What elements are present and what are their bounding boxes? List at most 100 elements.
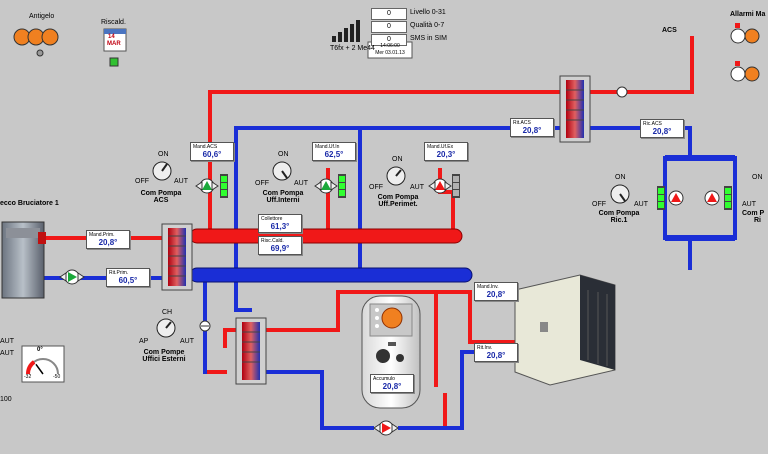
- signal-strength-icon: [332, 20, 360, 42]
- sensor-title: Rit.ACS: [513, 120, 531, 126]
- clock-time: 14:06:00: [380, 43, 400, 49]
- riscald-label: Riscald.: [101, 19, 126, 26]
- left-100: 100: [0, 396, 12, 403]
- temperature-gauge: [21, 345, 65, 383]
- switch-acs-off: OFF: [135, 178, 149, 185]
- antigelo-indicator: [13, 28, 59, 57]
- calendar-day: 14: [108, 34, 115, 40]
- switch-ric1-off: OFF: [592, 201, 606, 208]
- sms-value-livello: 0: [371, 8, 407, 20]
- gauge-min: -32: [24, 374, 32, 380]
- hot-collector: [189, 228, 463, 244]
- acs-valve-icon: [616, 86, 628, 98]
- sensor-value: 20,8°: [522, 126, 542, 135]
- allarmi-label: Allarmi Ma: [730, 11, 766, 18]
- alarm-indicator: [730, 23, 760, 82]
- heat-exchanger-primary: [161, 223, 193, 291]
- sensor-title: Accumulo: [373, 376, 395, 382]
- sensor-rit-inv[interactable]: Rit.Inv.20,8°: [474, 343, 518, 362]
- pump-uff-est-line2: Uffici Esterni: [142, 356, 186, 363]
- pump-ric1-line2: Ric.1: [610, 217, 628, 224]
- gauge-value: 0°: [37, 347, 43, 353]
- switch-acs-on: ON: [158, 151, 169, 158]
- switch-uest-ch: CH: [162, 309, 173, 316]
- heat-exchanger-acs: [559, 75, 591, 143]
- sensor-title: Mand.Inv.: [477, 284, 499, 290]
- status-lights: [220, 174, 732, 210]
- sensor-title: Mand.Uf.In: [315, 144, 340, 150]
- sensor-title: Collettore: [261, 216, 283, 222]
- sms-label-qualita: Qualità 0-7: [410, 22, 445, 29]
- pump-ric2-line2: Ri: [754, 217, 761, 224]
- pump-uff-int-line2: Uff.Interni: [266, 197, 300, 204]
- chiller-unit: [514, 274, 616, 386]
- switch-uest-ap: AP: [139, 338, 149, 345]
- pump-acs-line1: Com Pompa: [140, 190, 182, 197]
- selector-knob: [152, 161, 630, 338]
- sensor-value: 20,8°: [652, 127, 672, 136]
- sensor-risc-cald[interactable]: Risc.Cald.69,9°: [258, 236, 302, 255]
- switch-uffe-on: ON: [392, 156, 403, 163]
- switch-uest-aut: AUT: [180, 338, 194, 345]
- acs-label: ACS: [662, 27, 677, 34]
- sensor-value: 61,3°: [270, 222, 290, 231]
- sensor-mand-inv[interactable]: Mand.Inv.20,8°: [474, 282, 518, 301]
- pump-uff-per-line1: Com Pompa: [377, 194, 419, 201]
- switch-acs-aut: AUT: [174, 178, 188, 185]
- antigelo-label: Antigelo: [29, 13, 55, 20]
- sensor-mand-prim[interactable]: Mand.Prim.20,8°: [86, 230, 130, 249]
- sensor-value: 62,5°: [324, 150, 344, 159]
- sensor-title: Rit.Prim.: [109, 270, 129, 276]
- sensor-title: Mand.Prim.: [89, 232, 115, 238]
- sensor-value: 20,8°: [382, 382, 402, 391]
- sms-carrier: T6fx + 2 Me44: [330, 45, 375, 52]
- pump-uff-int-line1: Com Pompa: [262, 190, 304, 197]
- pump-uff-per-line2: Uff.Perimet.: [378, 201, 418, 208]
- pump-ric1-line1: Com Pompa: [598, 210, 640, 217]
- cold-collector: [189, 267, 473, 283]
- switch-ric2-aut: AUT: [742, 201, 756, 208]
- switch-uffi-on: ON: [278, 151, 289, 158]
- switch-ric2-on: ON: [752, 174, 763, 181]
- boiler-unit: [1, 221, 46, 299]
- switch-ric1-aut: AUT: [634, 201, 648, 208]
- pump-uff-est-line1: Com Pompe: [143, 349, 185, 356]
- sensor-value: 20,8°: [98, 238, 118, 247]
- clock-date: Mer 03.01.13: [375, 50, 405, 56]
- switch-ric1-on: ON: [615, 174, 626, 181]
- sms-label-sim: SMS in SIM: [410, 35, 447, 42]
- sensor-value: 20,3°: [436, 150, 456, 159]
- sensor-value: 69,9°: [270, 244, 290, 253]
- pump-ric2-line1: Com P: [742, 210, 765, 217]
- sensor-value: 20,8°: [486, 351, 506, 360]
- sensor-title: Mand.ACS: [193, 144, 218, 150]
- sensor-rit-prim[interactable]: Rit.Prim.60,5°: [106, 268, 150, 287]
- sensor-title: Ric.ACS: [643, 121, 662, 127]
- pump-acs-line2: ACS: [153, 197, 169, 204]
- heat-exchanger-uffici: [235, 317, 267, 385]
- burner-label: ecco Bruciatore 1: [0, 200, 59, 207]
- sensor-title: Risc.Cald.: [261, 238, 284, 244]
- left-aut-2: AUT: [0, 350, 14, 357]
- sensor-value: 20,8°: [486, 290, 506, 299]
- left-aut: AUT: [0, 338, 14, 345]
- gauge-max: -50: [53, 374, 61, 380]
- sensor-title: Rit.Inv.: [477, 345, 493, 351]
- switch-uffe-off: OFF: [369, 184, 383, 191]
- sms-value-sim: 0: [371, 34, 407, 46]
